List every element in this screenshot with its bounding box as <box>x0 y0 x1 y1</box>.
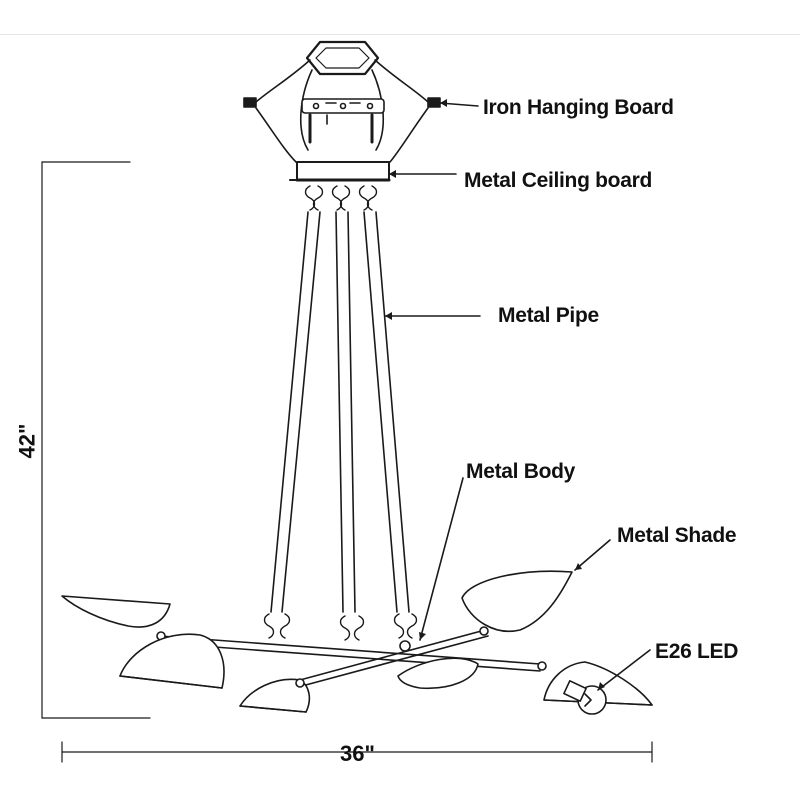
label-iron-hanging-board: Iron Hanging Board <box>483 96 674 119</box>
height-dimension-label: 42" <box>14 423 40 459</box>
label-e26-led: E26 LED <box>655 640 739 663</box>
width-dimension <box>61 741 653 763</box>
height-dimension <box>41 161 151 719</box>
label-metal-body: Metal Body <box>466 460 576 483</box>
label-metal-ceiling-board: Metal Ceiling board <box>464 169 652 192</box>
metal-shades <box>61 570 653 715</box>
top-couplers <box>304 185 378 211</box>
leader-arrowheads <box>385 99 605 690</box>
top-border <box>0 34 800 35</box>
metal-pipes <box>270 211 410 613</box>
leader-e26-led <box>597 649 651 691</box>
leader-metal-shade <box>574 539 611 571</box>
label-metal-shade: Metal Shade <box>617 524 737 547</box>
iron-hanging-board <box>243 40 441 163</box>
width-dimension-label: 36" <box>340 741 375 766</box>
bottom-couplers <box>263 613 418 641</box>
metal-ceiling-board <box>289 161 391 182</box>
leader-metal-body <box>419 477 464 641</box>
label-metal-pipe: Metal Pipe <box>498 304 599 327</box>
